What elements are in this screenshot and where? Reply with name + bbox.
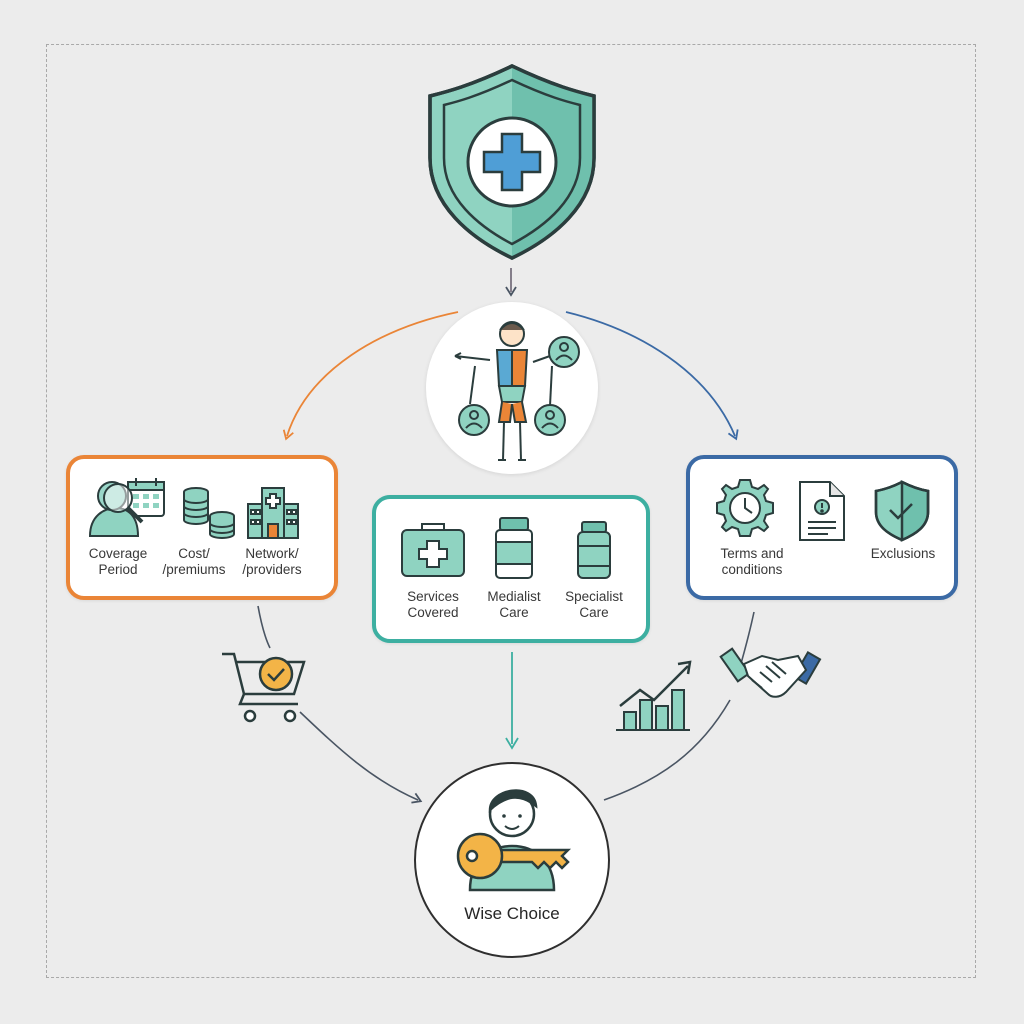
shopping-cart-check-icon xyxy=(222,652,306,723)
dashed-frame xyxy=(46,44,976,978)
magnifier-calendar-icon xyxy=(88,478,165,537)
arrow-person-to-left-card xyxy=(282,311,459,441)
shield-medical-cross-icon xyxy=(428,64,596,260)
label-coverage-period: Coverage Period xyxy=(88,546,148,577)
label-exclusions: Exclusions xyxy=(870,546,936,561)
connectors xyxy=(257,268,755,804)
label-terms-conditions: Terms and conditions xyxy=(720,546,784,577)
person-with-key-icon xyxy=(456,789,572,892)
growth-chart-icon xyxy=(616,660,692,731)
handshake-icon xyxy=(719,647,822,698)
label-cost-premiums: Cost/ /premiums xyxy=(162,546,226,577)
label-network-providers: Network/ /providers xyxy=(242,546,302,577)
gear-clock-icon xyxy=(716,479,774,537)
label-services-covered: Services Covered xyxy=(407,589,459,620)
line-left-card-to-cart xyxy=(257,605,271,649)
warning-document-icon xyxy=(799,481,845,541)
person-connections-icon xyxy=(454,321,580,461)
arrow-person-to-right-card xyxy=(565,311,739,441)
medicine-jar-icon xyxy=(495,517,533,579)
wise-choice-label: Wise Choice xyxy=(464,904,560,923)
medicine-bottle-icon xyxy=(577,521,611,579)
arrow-cart-to-choice xyxy=(299,711,423,804)
line-handshake-to-choice xyxy=(603,699,731,801)
first-aid-kit-icon xyxy=(401,523,465,577)
label-medialist-care: Medialist Care xyxy=(487,589,541,620)
coin-stacks-icon xyxy=(183,487,235,539)
label-specialist-care: Specialist Care xyxy=(565,589,623,620)
hospital-building-icon xyxy=(247,487,299,539)
shield-check-icon xyxy=(874,479,930,542)
